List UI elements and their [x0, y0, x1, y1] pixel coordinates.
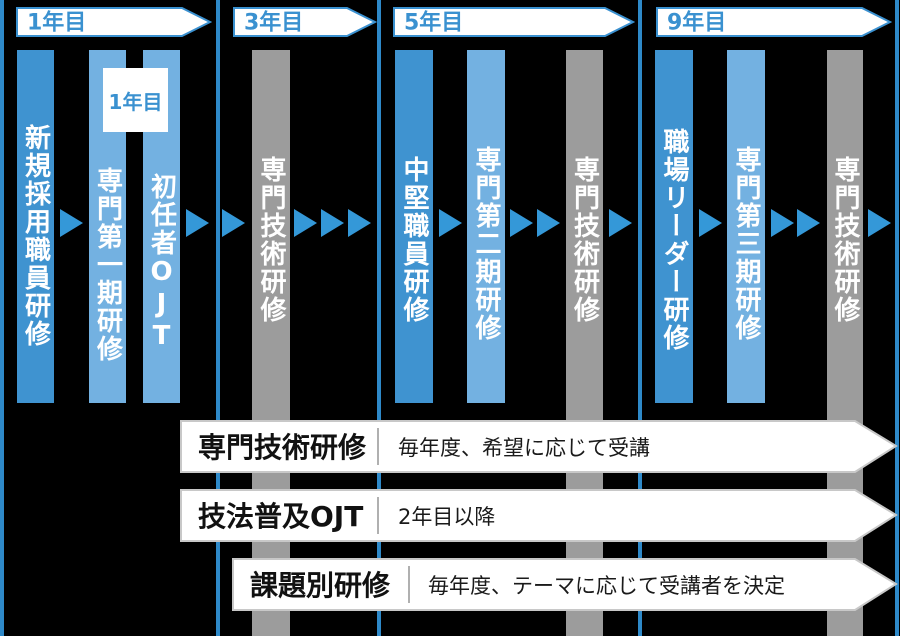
year-banner-label: 3年目: [244, 10, 304, 36]
arrow-right-icon: [60, 209, 83, 237]
year-banner-label: 1年目: [27, 10, 87, 36]
bar-label: 中堅職員研修: [399, 156, 429, 324]
arrow-right-icon: [294, 209, 317, 237]
bar-label: 専門技術研修: [256, 156, 286, 324]
bar-workplace-leader-training: 職場リーダー研修: [655, 50, 693, 403]
year-banner-1: 1年目: [16, 7, 212, 37]
arrow-right-icon: [609, 209, 632, 237]
arrow-right-icon: [222, 209, 245, 237]
bar-label: 初任者OJT: [146, 173, 177, 353]
arrow-right-icon: [321, 209, 344, 237]
arrow-right-icon: [439, 209, 462, 237]
year-banner-arrow-shape: [16, 7, 212, 37]
section-divider-line: [377, 0, 381, 636]
bar-specialty-term2-training: 専門第二期研修: [467, 50, 505, 403]
first-year-tag-label: 1年目: [108, 89, 163, 114]
bar-label: 専門第三期研修: [731, 146, 761, 342]
banner-arrow-shape: [180, 420, 898, 473]
banner-title: 技法普及OJT: [198, 499, 364, 533]
bar-label: 専門第二期研修: [471, 146, 501, 342]
bar-label: 職場リーダー研修: [659, 128, 689, 352]
banner-divider: [377, 428, 379, 465]
banner-description: 毎年度、テーマに応じて受講者を決定: [428, 573, 785, 598]
banner-arrow-shape: [180, 489, 898, 542]
year-banner-3: 3年目: [233, 7, 377, 37]
banner-title: 課題別研修: [250, 568, 391, 602]
banner-divider: [377, 497, 379, 534]
banner-technical-training: 専門技術研修 毎年度、希望に応じて受講: [180, 420, 898, 473]
arrow-right-icon: [348, 209, 371, 237]
bar-technical-training-2: 専門技術研修: [566, 50, 603, 636]
bar-midlevel-staff-training: 中堅職員研修: [395, 50, 433, 403]
arrow-right-icon: [510, 209, 533, 237]
arrow-right-icon: [771, 209, 794, 237]
banner-arrow-shape: [232, 558, 898, 611]
arrow-right-icon: [537, 209, 560, 237]
year-banner-9: 9年目: [656, 7, 892, 37]
arrow-right-icon: [868, 209, 891, 237]
year-banner-label: 9年目: [667, 10, 727, 36]
section-divider-line: [638, 0, 642, 636]
bar-specialty-term3-training: 専門第三期研修: [727, 50, 765, 403]
year-banner-label: 5年目: [404, 10, 464, 36]
first-year-tag-box: 1年目: [103, 68, 168, 132]
year-banner-arrow-shape: [656, 7, 892, 37]
arrow-right-icon: [797, 209, 820, 237]
bar-label: 専門技術研修: [569, 156, 600, 324]
banner-description: 2年目以降: [398, 504, 496, 529]
bar-technical-training-3: 専門技術研修: [827, 50, 863, 636]
section-divider-line: [895, 0, 899, 636]
bar-new-staff-training: 新規採用職員研修: [17, 50, 54, 403]
year-banner-arrow-shape: [233, 7, 377, 37]
bar-label: 専門技術研修: [830, 156, 860, 324]
banner-title: 専門技術研修: [198, 430, 367, 464]
banner-description: 毎年度、希望に応じて受講: [398, 435, 650, 460]
bar-label: 新規採用職員研修: [20, 123, 51, 348]
section-divider-line: [0, 0, 4, 636]
banner-divider: [408, 566, 410, 603]
arrow-right-icon: [699, 209, 722, 237]
year-banner-arrow-shape: [393, 7, 635, 37]
banner-method-ojt: 技法普及OJT 2年目以降: [180, 489, 898, 542]
banner-topic-training: 課題別研修 毎年度、テーマに応じて受講者を決定: [232, 558, 898, 611]
bar-technical-training-1: 専門技術研修: [252, 50, 290, 636]
arrow-right-icon: [186, 209, 209, 237]
year-banner-5: 5年目: [393, 7, 635, 37]
section-divider-line: [216, 0, 220, 636]
bar-label: 専門第一期研修: [92, 167, 123, 363]
